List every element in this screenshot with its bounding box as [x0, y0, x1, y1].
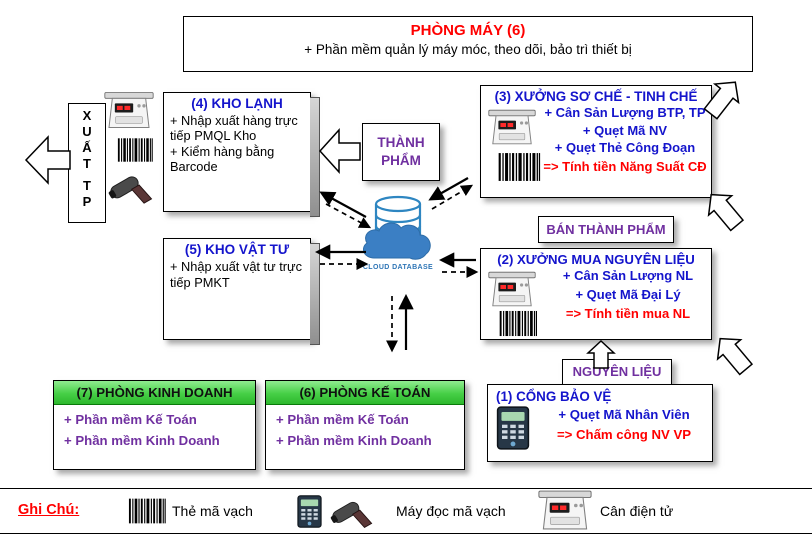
legend-item-scanner-label: Máy đọc mã vạch: [396, 503, 506, 519]
xuong-so-che-title: (3) XƯỞNG SƠ CHẾ - TINH CHẾ: [494, 89, 698, 104]
thanh-pham-label-box: THÀNH PHẨM: [362, 123, 440, 181]
kho-vat-tu-line: + Nhập xuất vật tư trực tiếp PMKT: [170, 259, 303, 290]
scanner-icon: [330, 492, 376, 534]
xuong-mua-line: + Cân Sản Lượng NL: [562, 268, 694, 283]
barcode-icon: [128, 497, 166, 525]
phong-may-title: PHÒNG MÁY (6): [410, 22, 526, 39]
block-arrow-up-left: [716, 337, 754, 376]
xuat-tp-letter: U: [82, 124, 92, 139]
xuong-so-che-line: + Cân Sản Lượng BTP, TP: [544, 105, 706, 120]
legend-title: Ghi Chú:: [18, 502, 80, 518]
attendance-device-icon: [296, 495, 323, 528]
block-arrow-left: [24, 135, 71, 185]
phong-ke-toan-title: (6) PHÒNG KẾ TOÁN: [266, 381, 464, 405]
barcode-icon: [496, 310, 540, 337]
phong-kinh-doanh-title: (7) PHÒNG KINH DOANH: [54, 381, 255, 405]
xuat-tp-letter: P: [82, 194, 92, 209]
nguyen-lieu-label-box: NGUYÊN LIỆU: [562, 359, 672, 385]
legend-item-scale-label: Cân điện tử: [600, 503, 674, 519]
phong-kinh-doanh-box: (7) PHÒNG KINH DOANH + Phần mềm Kế Toán …: [53, 380, 256, 470]
xuong-so-che-result: => Tính tiền Năng Suất CĐ: [543, 158, 707, 174]
cong-bao-ve-title: (1) CỔNG BẢO VỆ: [496, 389, 612, 404]
legend-divider-bottom: [0, 533, 812, 534]
xuat-tp-letter: T: [83, 156, 91, 171]
kho-vat-tu-box: (5) KHO VẬT TƯ + Nhập xuất vật tư trực t…: [163, 238, 320, 345]
phong-ke-toan-line: + Phần mềm Kinh Doanh: [276, 433, 432, 448]
cloud-database-icon: [358, 194, 438, 264]
kho-lanh-title: (4) KHO LẠNH: [191, 96, 283, 111]
nguyen-lieu-label: NGUYÊN LIỆU: [572, 364, 662, 379]
scanner-icon: [108, 166, 156, 210]
ban-thanh-pham-label: BÁN THÀNH PHẨM: [546, 222, 666, 237]
legend-divider-top: [0, 488, 812, 489]
xuong-so-che-line: + Quẹt Mã NV: [582, 122, 668, 138]
scale-icon: [538, 489, 592, 531]
cloud-database-label: CLOUD DATABASE: [362, 264, 434, 271]
ban-thanh-pham-label-box: BÁN THÀNH PHẨM: [538, 216, 674, 243]
kho-lanh-line: + Nhập xuất hàng trực tiếp PMQL Kho: [170, 113, 298, 144]
attendance-device-icon: [496, 406, 530, 450]
xuat-tp-letter: Ấ: [82, 140, 92, 155]
cong-bao-ve-line: + Quẹt Mã Nhân Viên: [558, 407, 690, 422]
block-arrow-left: [318, 128, 361, 174]
phong-kinh-doanh-line: + Phần mềm Kinh Doanh: [64, 433, 220, 448]
scale-icon: [488, 108, 536, 146]
cong-bao-ve-result: => Chấm công NV VP: [556, 427, 692, 442]
xuong-mua-line: + Quẹt Mã Đại Lý: [575, 286, 681, 302]
scale-icon: [104, 90, 154, 130]
kho-vat-tu-title: (5) KHO VẬT TƯ: [184, 242, 290, 257]
phong-may-box: PHÒNG MÁY (6) + Phần mềm quản lý máy móc…: [183, 16, 753, 72]
xuat-tp-box: X U Ấ T T P: [68, 103, 106, 223]
barcode-icon: [497, 152, 541, 182]
scale-icon: [488, 270, 536, 308]
phong-ke-toan-line: + Phần mềm Kế Toán: [276, 412, 409, 427]
xuat-tp-letter: X: [82, 108, 92, 123]
legend-item-barcode-label: Thẻ mã vạch: [172, 503, 253, 519]
xuong-mua-title: (2) XƯỞNG MUA NGUYÊN LIỆU: [497, 252, 695, 267]
kho-lanh-line: + Kiểm hàng bằng Barcode: [170, 143, 275, 175]
xuong-so-che-line: + Quẹt Thẻ Công Đoạn: [554, 140, 696, 156]
kho-lanh-box: (4) KHO LẠNH + Nhập xuất hàng trực tiếp …: [163, 92, 320, 217]
thanh-pham-label: THÀNH PHẨM: [377, 135, 425, 168]
xuat-tp-letter: T: [83, 178, 91, 193]
phong-may-subtitle: + Phần mềm quản lý máy móc, theo dõi, bả…: [304, 42, 632, 57]
xuong-mua-result: => Tính tiền mua NL: [565, 305, 691, 321]
barcode-icon: [117, 137, 153, 163]
phong-ke-toan-box: (6) PHÒNG KẾ TOÁN + Phần mềm Kế Toán + P…: [265, 380, 465, 470]
phong-kinh-doanh-line: + Phần mềm Kế Toán: [64, 412, 197, 427]
